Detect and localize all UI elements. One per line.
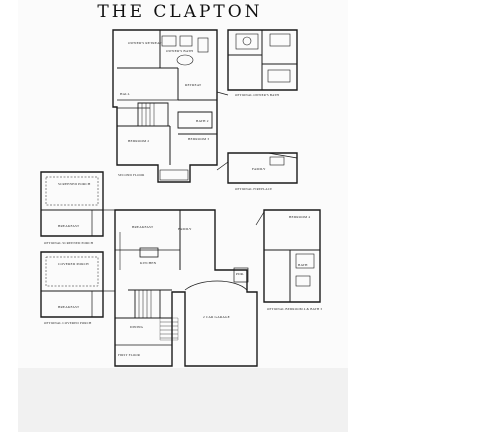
caption-optional-covered-porch: OPTIONAL COVERED PORCH: [44, 321, 92, 325]
label-covered-porch: COVERED PORCH: [58, 262, 89, 266]
label-bedroom-4: BEDROOM 4: [289, 215, 310, 219]
label-retreat: RETREAT: [185, 83, 202, 87]
label-bedroom-2: BEDROOM 2: [128, 139, 149, 143]
label-owners-bath: OWNER'S BATH: [166, 49, 193, 53]
label-covered-breakfast: BREAKFAST: [58, 305, 80, 309]
connector-lines: [103, 91, 265, 292]
plan-paper: [18, 0, 348, 432]
first-floor-plan: [114, 209, 258, 367]
optional-owners-bath-plan: [227, 29, 298, 91]
second-floor-plan: [112, 29, 218, 183]
caption-optional-bedroom-4: OPTIONAL BEDROOM 4 & BATH 3: [267, 307, 322, 311]
caption-second-floor: SECOND FLOOR: [118, 173, 145, 177]
label-powder: PDR.: [236, 272, 244, 276]
bottom-margin: [18, 368, 348, 432]
label-bedroom-3: BEDROOM 3: [188, 137, 209, 141]
caption-optional-screened-porch: OPTIONAL SCREENED PORCH: [44, 241, 94, 245]
label-owners-retreat: OWNER'S RETREAT: [128, 41, 162, 45]
caption-optional-owners-bath: OPTIONAL OWNER'S BATH: [235, 93, 279, 97]
label-breakfast: BREAKFAST: [132, 225, 154, 229]
optional-covered-porch-plan: [40, 251, 104, 318]
label-kitchen: KITCHEN: [140, 261, 157, 265]
optional-fireplace-plan: [227, 152, 298, 184]
optional-screened-porch-plan: [40, 171, 104, 237]
optional-bedroom4-plan: [263, 209, 321, 303]
label-hall: HALL: [120, 92, 130, 96]
label-bath-3: BATH: [298, 263, 308, 267]
label-screened-breakfast: BREAKFAST: [58, 224, 80, 228]
caption-optional-fireplace: OPTIONAL FIREPLACE: [235, 187, 272, 191]
caption-first-floor: FIRST FLOOR: [118, 353, 141, 357]
plan-title: THE CLAPTON: [97, 2, 263, 22]
label-fireplace-family: FAMILY: [252, 167, 266, 171]
label-screened-porch: SCREENED PORCH: [58, 182, 91, 186]
label-dining: DINING: [130, 325, 144, 329]
label-bath-2: BATH 2: [196, 119, 209, 123]
label-family: FAMILY: [178, 227, 192, 231]
label-garage: 2 CAR GARAGE: [203, 315, 230, 319]
